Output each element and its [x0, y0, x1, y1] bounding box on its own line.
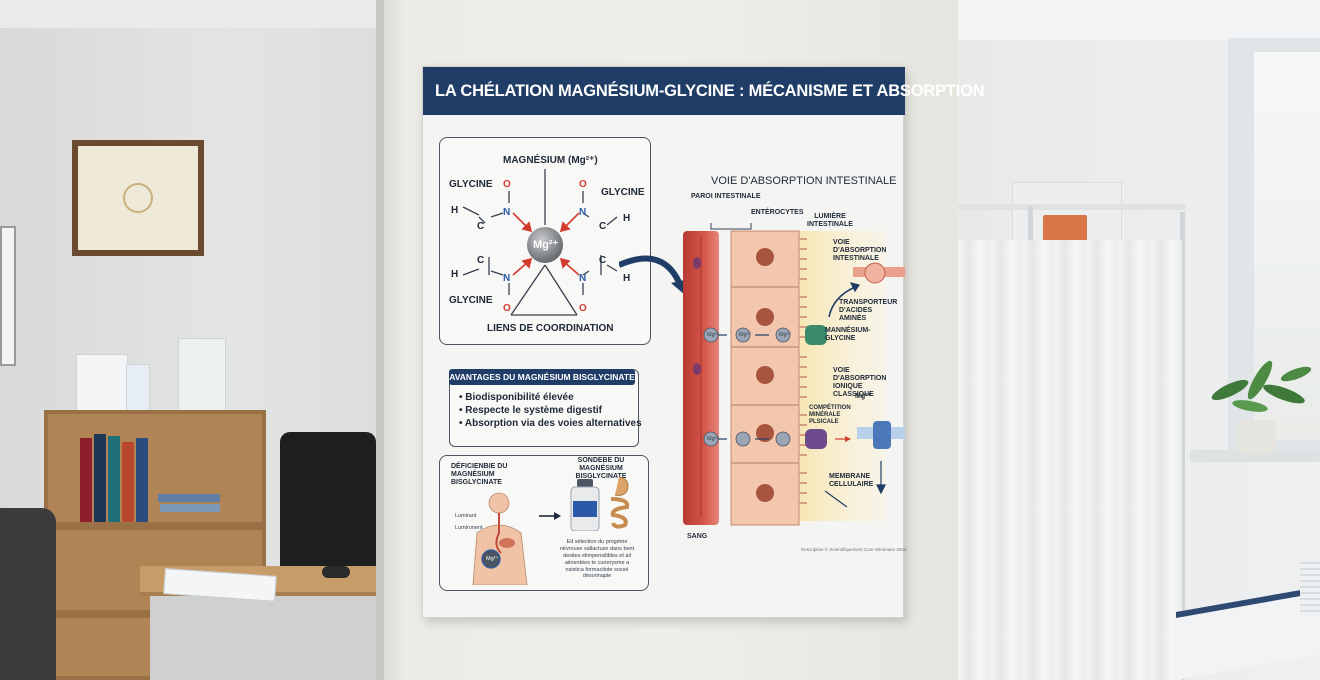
intestinal-wall-diagram [619, 223, 905, 526]
bookshelf [44, 410, 266, 680]
arrow-icon [539, 512, 561, 520]
advantages-list: • Biodisponibilité élevée • Respecte le … [459, 391, 642, 430]
mg-token-label: Mg²⁺ [707, 332, 720, 338]
plant-leaves [1211, 360, 1312, 412]
book-row [80, 432, 220, 522]
lumen-label: LUMIÈRE INTESTINALE [807, 213, 853, 229]
curtain-rail-post [1180, 212, 1185, 680]
ionic-ion-label: Mg²⁺ [855, 393, 872, 400]
medical-poster: LA CHÉLATION MAGNÉSIUM-GLYCINE : MÉCANIS… [422, 66, 985, 618]
blood-label: SANG [687, 533, 708, 540]
atom-hydrogen: H [451, 205, 459, 216]
glycine-label-bottom: GLYCINE [449, 295, 493, 306]
mg-token-label: Mg²⁺ [707, 436, 720, 442]
membrane-label: MEMBRANE CELLULAIRE [829, 473, 874, 489]
poster-title-bar: LA CHÉLATION MAGNÉSIUM-GLYCINE : MÉCANIS… [423, 67, 985, 115]
pathway-label: VOIE D'ABSORPTION INTESTINALE [833, 239, 887, 263]
whiteboard [0, 226, 16, 366]
diploma-paper [78, 146, 198, 250]
desk-base [150, 596, 380, 680]
desk-chair [280, 432, 376, 572]
atom-oxygen: O [503, 303, 511, 314]
poster-title: LA CHÉLATION MAGNÉSIUM-GLYCINE : MÉCANIS… [435, 81, 985, 100]
footnote: Description © Scientifiquement Core Sémi… [801, 547, 907, 552]
magnesium-ion [527, 227, 563, 263]
partition-edge [376, 0, 384, 680]
mg-ion-label: Mg²⁺ [533, 239, 559, 251]
curved-arrow-icon [619, 255, 684, 289]
deficiency-title: DÉFICIENBIE DU MAGNÉSIUM BISGLYCINATE [451, 463, 508, 487]
brochure-stand [178, 338, 226, 414]
privacy-curtain [958, 240, 1182, 680]
book [108, 436, 120, 522]
radiator [1300, 560, 1320, 616]
absorption-title: VOIE D'ABSORPTION INTESTINALE [711, 175, 897, 187]
glycine-label-right: GLYCINE [601, 187, 645, 198]
probe-title: SONDEBE DU MAGNÉSIUM BISGLYCINATE [575, 457, 627, 481]
atom-oxygen: O [579, 179, 587, 190]
transporter-label: TRANSPORTEUR D'ACIDES AMINÉS [839, 299, 898, 323]
competition-label: COMPÉTITION MINÉRALE PLSICALE [809, 405, 851, 425]
atom-nitrogen: N [503, 273, 511, 284]
book [94, 434, 106, 522]
body-label: Lumironent [455, 525, 483, 531]
atom-hydrogen: H [451, 269, 459, 280]
body-label: Lumirant [455, 513, 477, 519]
intestinal-wall-label: PAROI INTESTINALE [691, 193, 761, 200]
mg-token-label: Mg²⁺ [739, 332, 752, 338]
curtain-rail [958, 204, 1186, 210]
shelf-board [48, 522, 262, 530]
advantages-header: AVANTAGES DU MAGNÉSIUM BISGLYCINATE [449, 369, 635, 385]
body-ion-label: Mg²⁺ [486, 556, 499, 562]
mg-token-label: Mg²⁺ [779, 332, 792, 338]
glycine-label-left: GLYCINE [449, 179, 493, 190]
atom-carbon: C [599, 255, 607, 266]
probe-description: Ed sélection du progéme névrouse sallact… [559, 539, 635, 580]
atom-carbon: C [477, 221, 485, 232]
computer-mouse [322, 566, 350, 578]
enterocytes-label: ENTÉROCYTES [751, 209, 804, 216]
advantage-item: • Biodisponibilité élevée [459, 392, 574, 403]
ceiling [958, 0, 1320, 40]
poster-image [1043, 215, 1087, 243]
framed-diploma [72, 140, 204, 256]
advantage-item: • Absorption via des voies alternatives [459, 418, 642, 429]
atom-nitrogen: N [579, 273, 587, 284]
body-illustration [472, 492, 528, 585]
office-chair [0, 508, 56, 680]
ionic-pathway-label: VOIE D'ABSORPTION IONIQUE CLASSIQUE [833, 367, 887, 399]
complex-label: MANNÉSIUM-GLYCINE [825, 327, 871, 343]
atom-carbon: C [599, 221, 607, 232]
atom-hydrogen: H [623, 213, 631, 224]
book [80, 438, 92, 522]
atom-nitrogen: N [503, 207, 511, 218]
chelation-diagram [462, 169, 618, 316]
atom-oxygen: O [579, 303, 587, 314]
book [136, 438, 148, 522]
magnesium-label: MAGNÉSIUM (Mg²⁺) [503, 155, 598, 166]
advantage-item: • Respecte le système digestif [459, 405, 603, 416]
coordination-label: LIENS DE COORDINATION [487, 323, 614, 334]
atom-hydrogen: H [623, 273, 631, 284]
ceiling [0, 0, 380, 28]
digestive-system-icon [610, 476, 630, 529]
window-sill [1190, 450, 1320, 462]
atom-nitrogen: N [579, 207, 587, 218]
binder-stack [160, 504, 220, 512]
atom-carbon: C [477, 255, 485, 266]
book [122, 442, 134, 522]
supplement-bottle-icon [570, 479, 600, 531]
binder-stack [158, 494, 220, 502]
plant-pot [1238, 420, 1276, 454]
diploma-seal-icon [123, 183, 153, 213]
atom-oxygen: O [503, 179, 511, 190]
brochure [126, 364, 150, 418]
